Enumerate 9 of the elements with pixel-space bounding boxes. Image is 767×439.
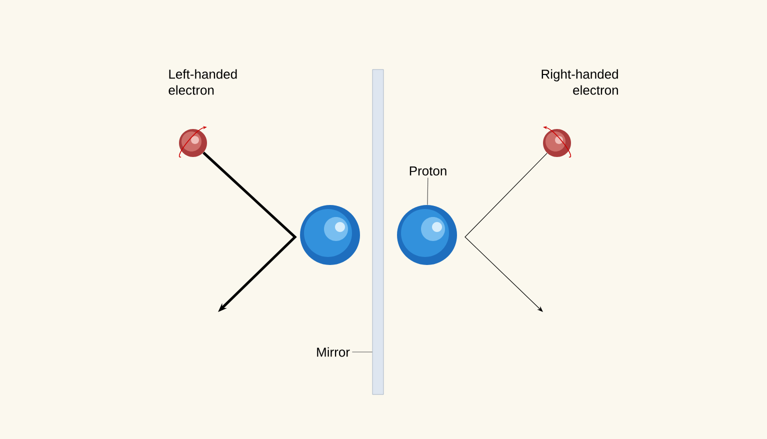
part-label: Mirror [317,347,350,357]
part-label: Proton [410,166,446,176]
proton-sphere [397,205,457,265]
proton-sphere [300,205,360,265]
electron-label: Left-handed electron [168,69,237,95]
leader-line [427,177,428,206]
arrow [464,152,548,312]
electron-label: Right-handed electron [542,69,618,95]
mirror [372,69,384,395]
